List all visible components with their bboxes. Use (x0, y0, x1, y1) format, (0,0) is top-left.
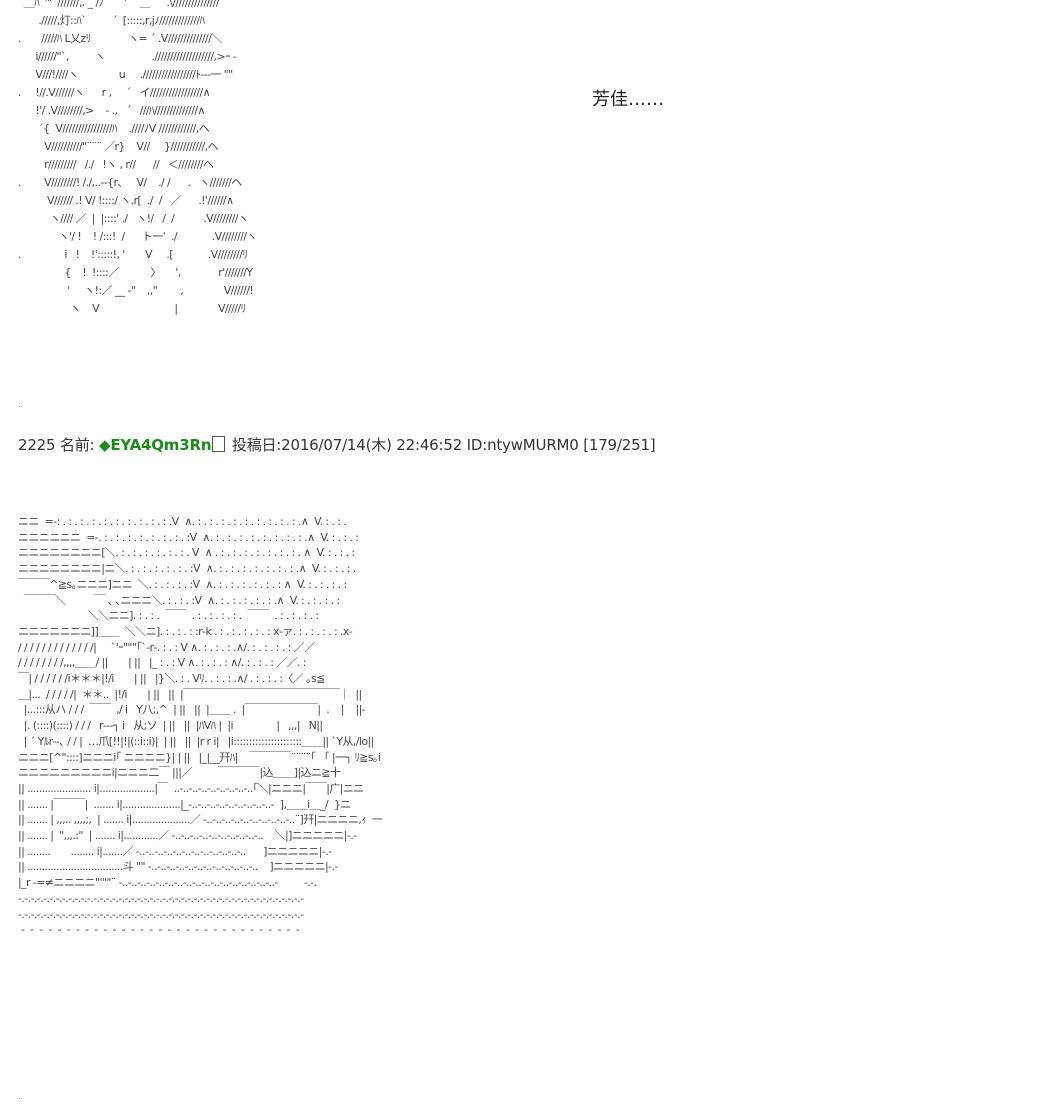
ascii-art-bottom: ニニ =-: . : . : . : . : . : . : . : . : .… (18, 515, 383, 937)
post-date: 2016/07/14(木) 22:46:52 (281, 436, 463, 454)
separator-dots: .. (18, 400, 24, 409)
post-count: [179/251] (583, 436, 656, 454)
missing-glyph-box (212, 436, 226, 452)
post-header: 2225 名前: ◆EYA4Qm3Rn 投稿日:2016/07/14(木) 22… (18, 434, 656, 455)
dialogue-text: 芳佳…… (592, 89, 664, 110)
name-label: 名前: (59, 436, 95, 454)
post-id: ID:ntywMURM0 (466, 436, 579, 454)
tripcode: ◆EYA4Qm3Rn (99, 436, 212, 454)
separator-dots-bottom: .. (18, 1092, 24, 1101)
post-number: 2225 (18, 436, 56, 454)
ascii-art-top: ＿ﾊﾟ'" ///////,. _ /ﾉ ' ¨ ＿ ⌒.\//////////… (18, 0, 257, 315)
date-label: 投稿日: (231, 436, 282, 454)
